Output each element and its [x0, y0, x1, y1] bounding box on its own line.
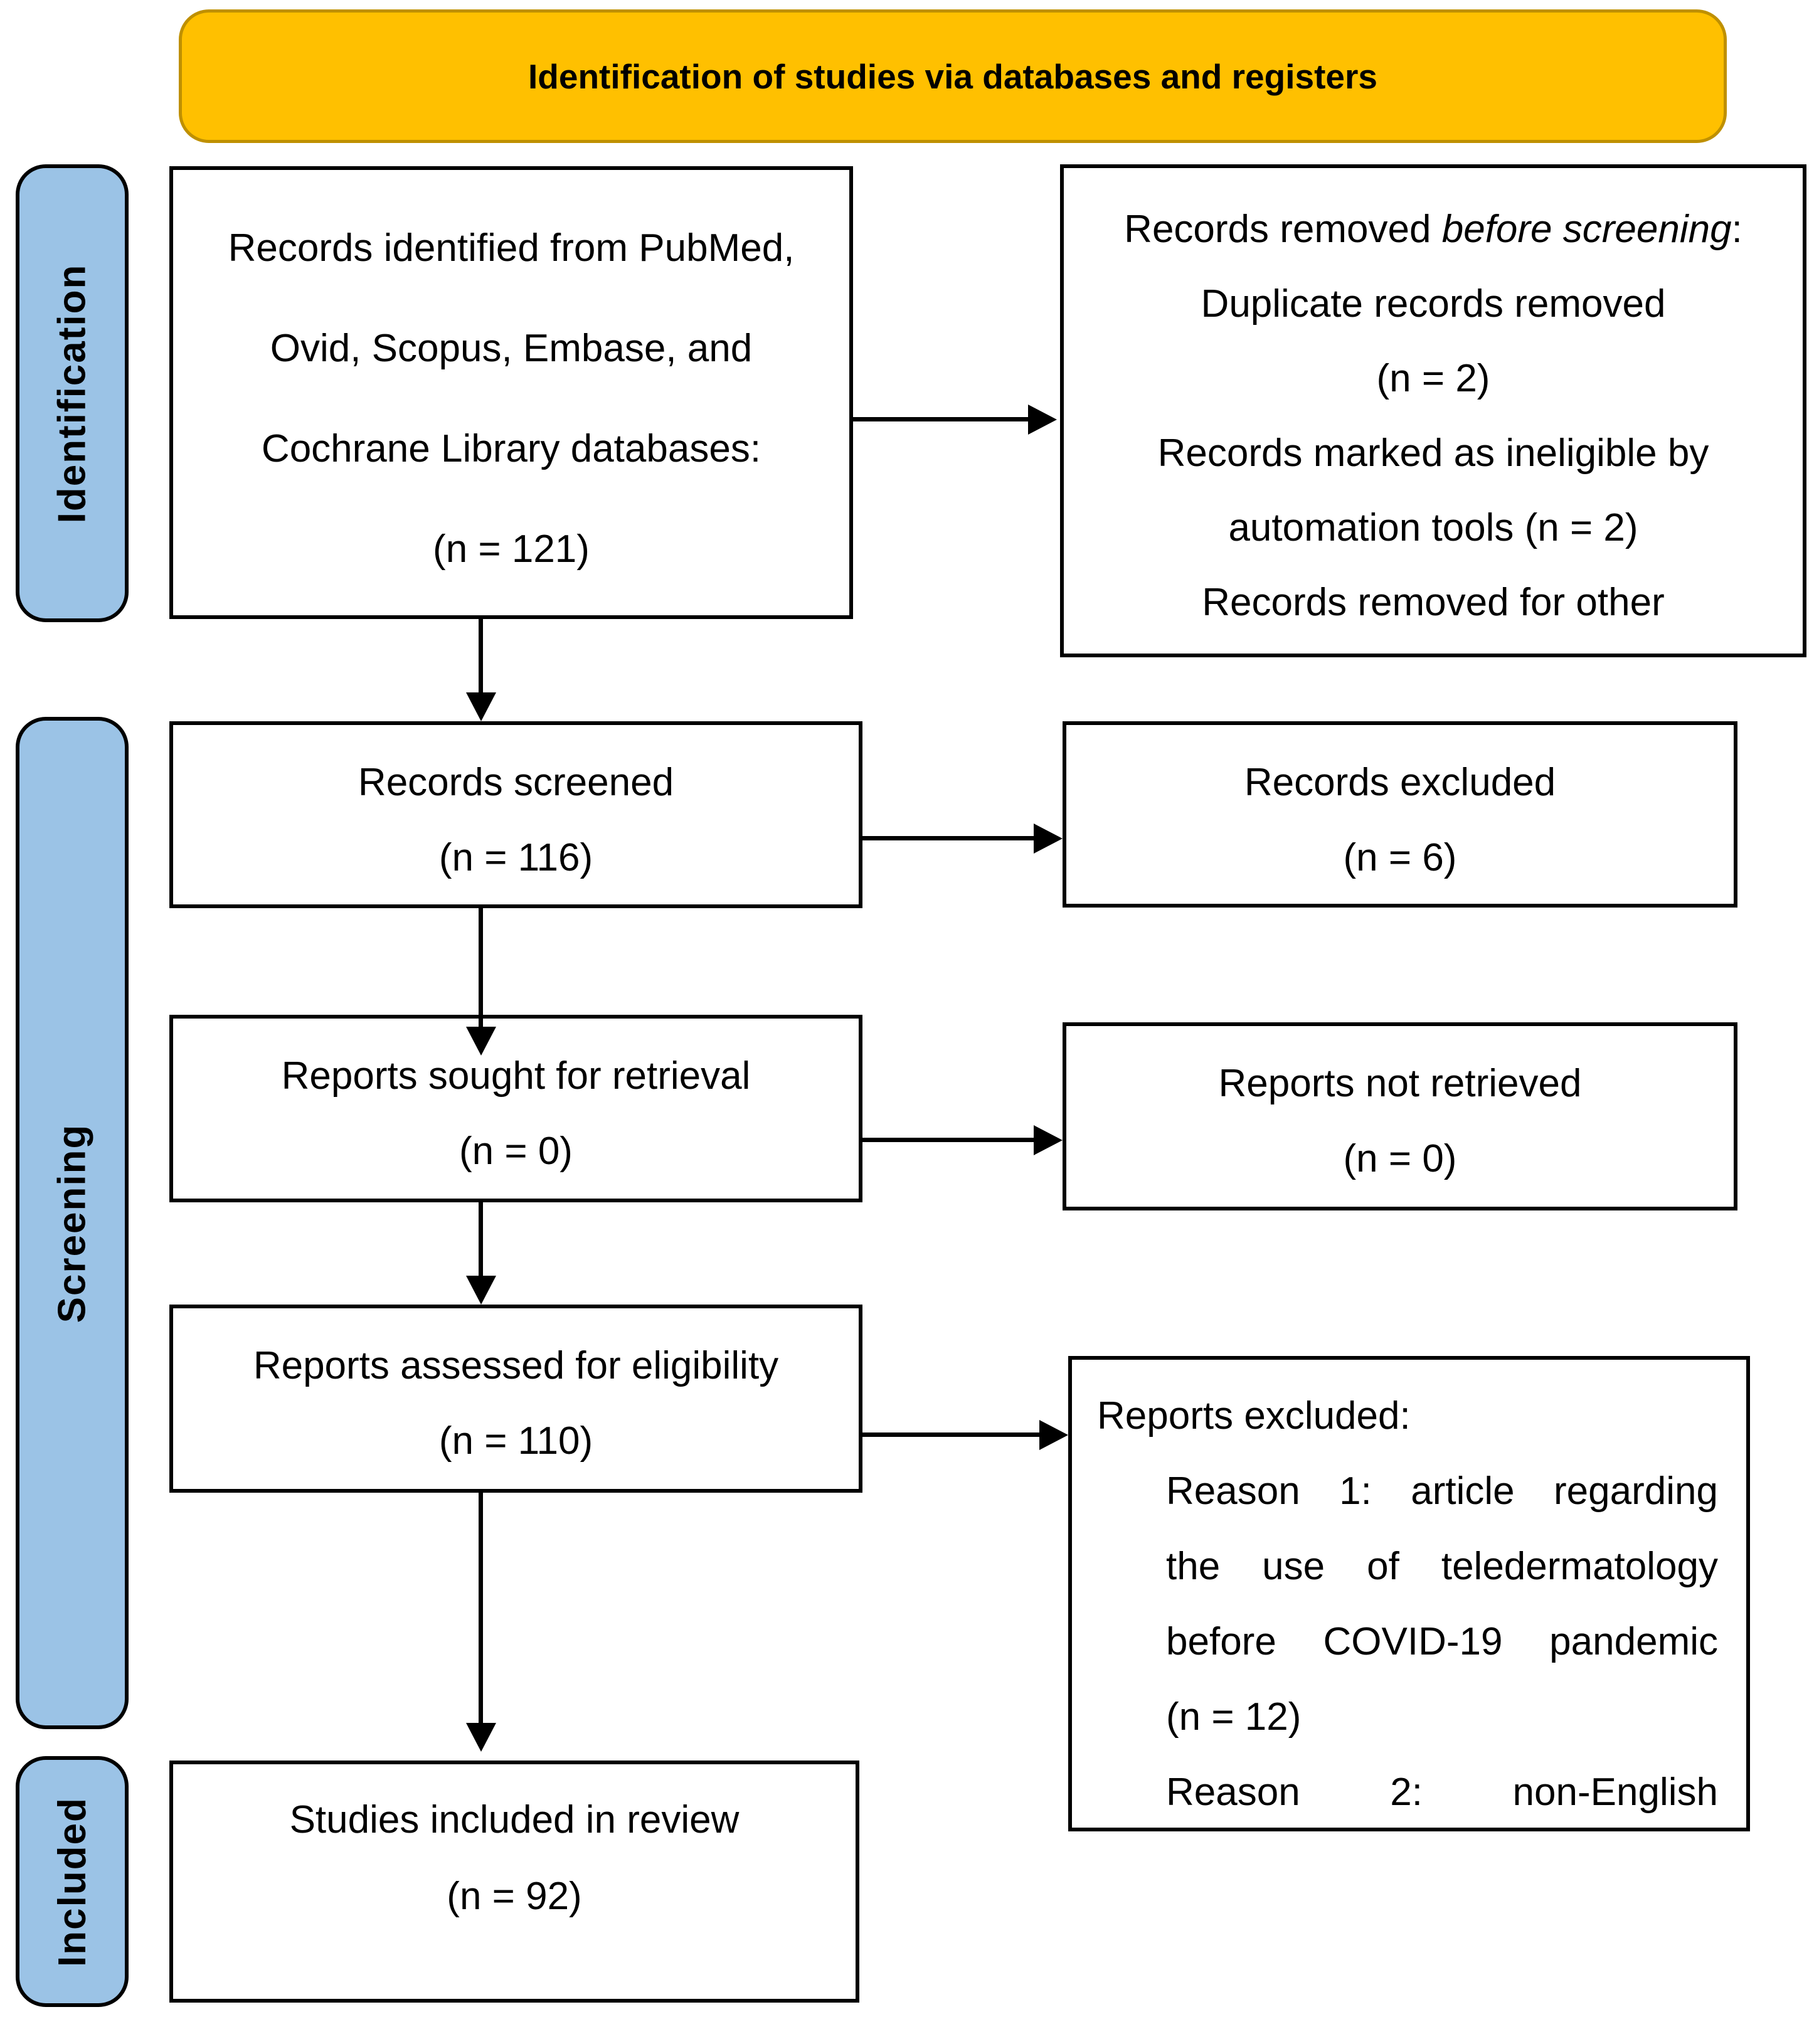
box-records-excluded: Records excluded (n = 6) [1063, 721, 1737, 908]
heading-prefix: Records removed [1124, 208, 1442, 251]
box-records-removed-line: Records marked as ineligible by [1157, 432, 1709, 475]
connector-assessed-to-reports-excluded [862, 1432, 1039, 1437]
connector-screened-to-excluded [862, 836, 1034, 840]
box-reports-assessed-count: (n = 110) [438, 1419, 593, 1463]
box-studies-included-line: Studies included in review [289, 1798, 740, 1841]
box-records-removed-count: (n = 2) [1376, 357, 1490, 400]
box-reports-not-retrieved: Reports not retrieved (n = 0) [1063, 1022, 1737, 1210]
heading-suffix: : [1731, 208, 1742, 251]
stage-included: Included [16, 1756, 129, 2007]
stage-screening: Screening [16, 717, 129, 1729]
diagram-title-banner: Identification of studies via databases … [179, 9, 1727, 143]
box-records-excluded-count: (n = 6) [1343, 836, 1457, 879]
box-reports-assessed-line: Reports assessed for eligibility [253, 1344, 779, 1387]
box-reports-assessed: Reports assessed for eligibility (n = 11… [169, 1305, 862, 1493]
box-records-removed-line: automation tools (n = 2) [1228, 506, 1638, 549]
box-studies-included: Studies included in review (n = 92) [169, 1761, 859, 2003]
arrowhead-down-icon [466, 1027, 496, 1056]
box-reports-excluded-title: Reports excluded: [1097, 1394, 1411, 1438]
connector-identified-to-screened [479, 618, 483, 692]
box-records-screened-count: (n = 116) [438, 836, 593, 879]
box-records-excluded-line: Records excluded [1244, 761, 1556, 804]
stage-included-label: Included [50, 1796, 94, 1967]
stage-screening-label: Screening [50, 1123, 94, 1323]
arrowhead-right-icon [1028, 405, 1057, 435]
arrowhead-down-icon [466, 692, 496, 721]
box-studies-included-count: (n = 92) [447, 1875, 582, 1918]
box-records-identified-count: (n = 121) [433, 527, 590, 571]
box-records-removed-line: Duplicate records removed [1201, 282, 1666, 326]
stage-identification: Identification [16, 164, 129, 622]
box-reports-not-retrieved-count: (n = 0) [1343, 1137, 1457, 1180]
box-records-removed-line: Records removed for other [1202, 581, 1665, 624]
arrowhead-right-icon [1034, 823, 1063, 854]
arrowhead-right-icon [1039, 1420, 1068, 1450]
connector-sought-to-assessed [479, 1202, 483, 1276]
box-records-identified-line: Records identified from PubMed, [228, 226, 795, 270]
reason-line: Reason 1: article regarding [1166, 1469, 1718, 1513]
stage-identification-label: Identification [50, 263, 94, 523]
box-records-screened-line: Records screened [358, 761, 674, 804]
box-reports-sought-line: Reports sought for retrieval [281, 1054, 751, 1098]
box-reports-excluded-reasons: Reports excluded: Reason 1: article rega… [1068, 1356, 1750, 1831]
box-reports-not-retrieved-line: Reports not retrieved [1218, 1062, 1582, 1105]
connector-identified-to-removed [852, 417, 1028, 421]
box-records-identified-line: Cochrane Library databases: [261, 427, 761, 470]
box-reports-sought-count: (n = 0) [459, 1130, 573, 1173]
reason-line: the use of teledermatology [1166, 1545, 1718, 1588]
reason-line: before COVID-19 pandemic [1166, 1620, 1718, 1663]
connector-sought-to-not-retrieved [862, 1138, 1034, 1142]
reason-count: (n = 12) [1166, 1695, 1302, 1739]
heading-italic: before screening [1441, 208, 1732, 251]
box-reports-sought: Reports sought for retrieval (n = 0) [169, 1015, 862, 1202]
box-records-identified: Records identified from PubMed, Ovid, Sc… [169, 166, 853, 619]
reason-line: Reason 2: non-English [1166, 1771, 1718, 1814]
box-records-screened: Records screened (n = 116) [169, 721, 862, 908]
arrowhead-right-icon [1034, 1125, 1063, 1155]
box-records-identified-line: Ovid, Scopus, Embase, and [270, 327, 753, 370]
connector-screened-to-sought [479, 908, 483, 1029]
box-records-removed: Records removed before screening: Duplic… [1060, 164, 1806, 657]
diagram-title: Identification of studies via databases … [528, 56, 1377, 96]
connector-assessed-to-included [479, 1493, 483, 1723]
arrowhead-down-icon [466, 1723, 496, 1752]
arrowhead-down-icon [466, 1276, 496, 1305]
box-records-removed-heading: Records removed before screening: [1064, 192, 1803, 267]
